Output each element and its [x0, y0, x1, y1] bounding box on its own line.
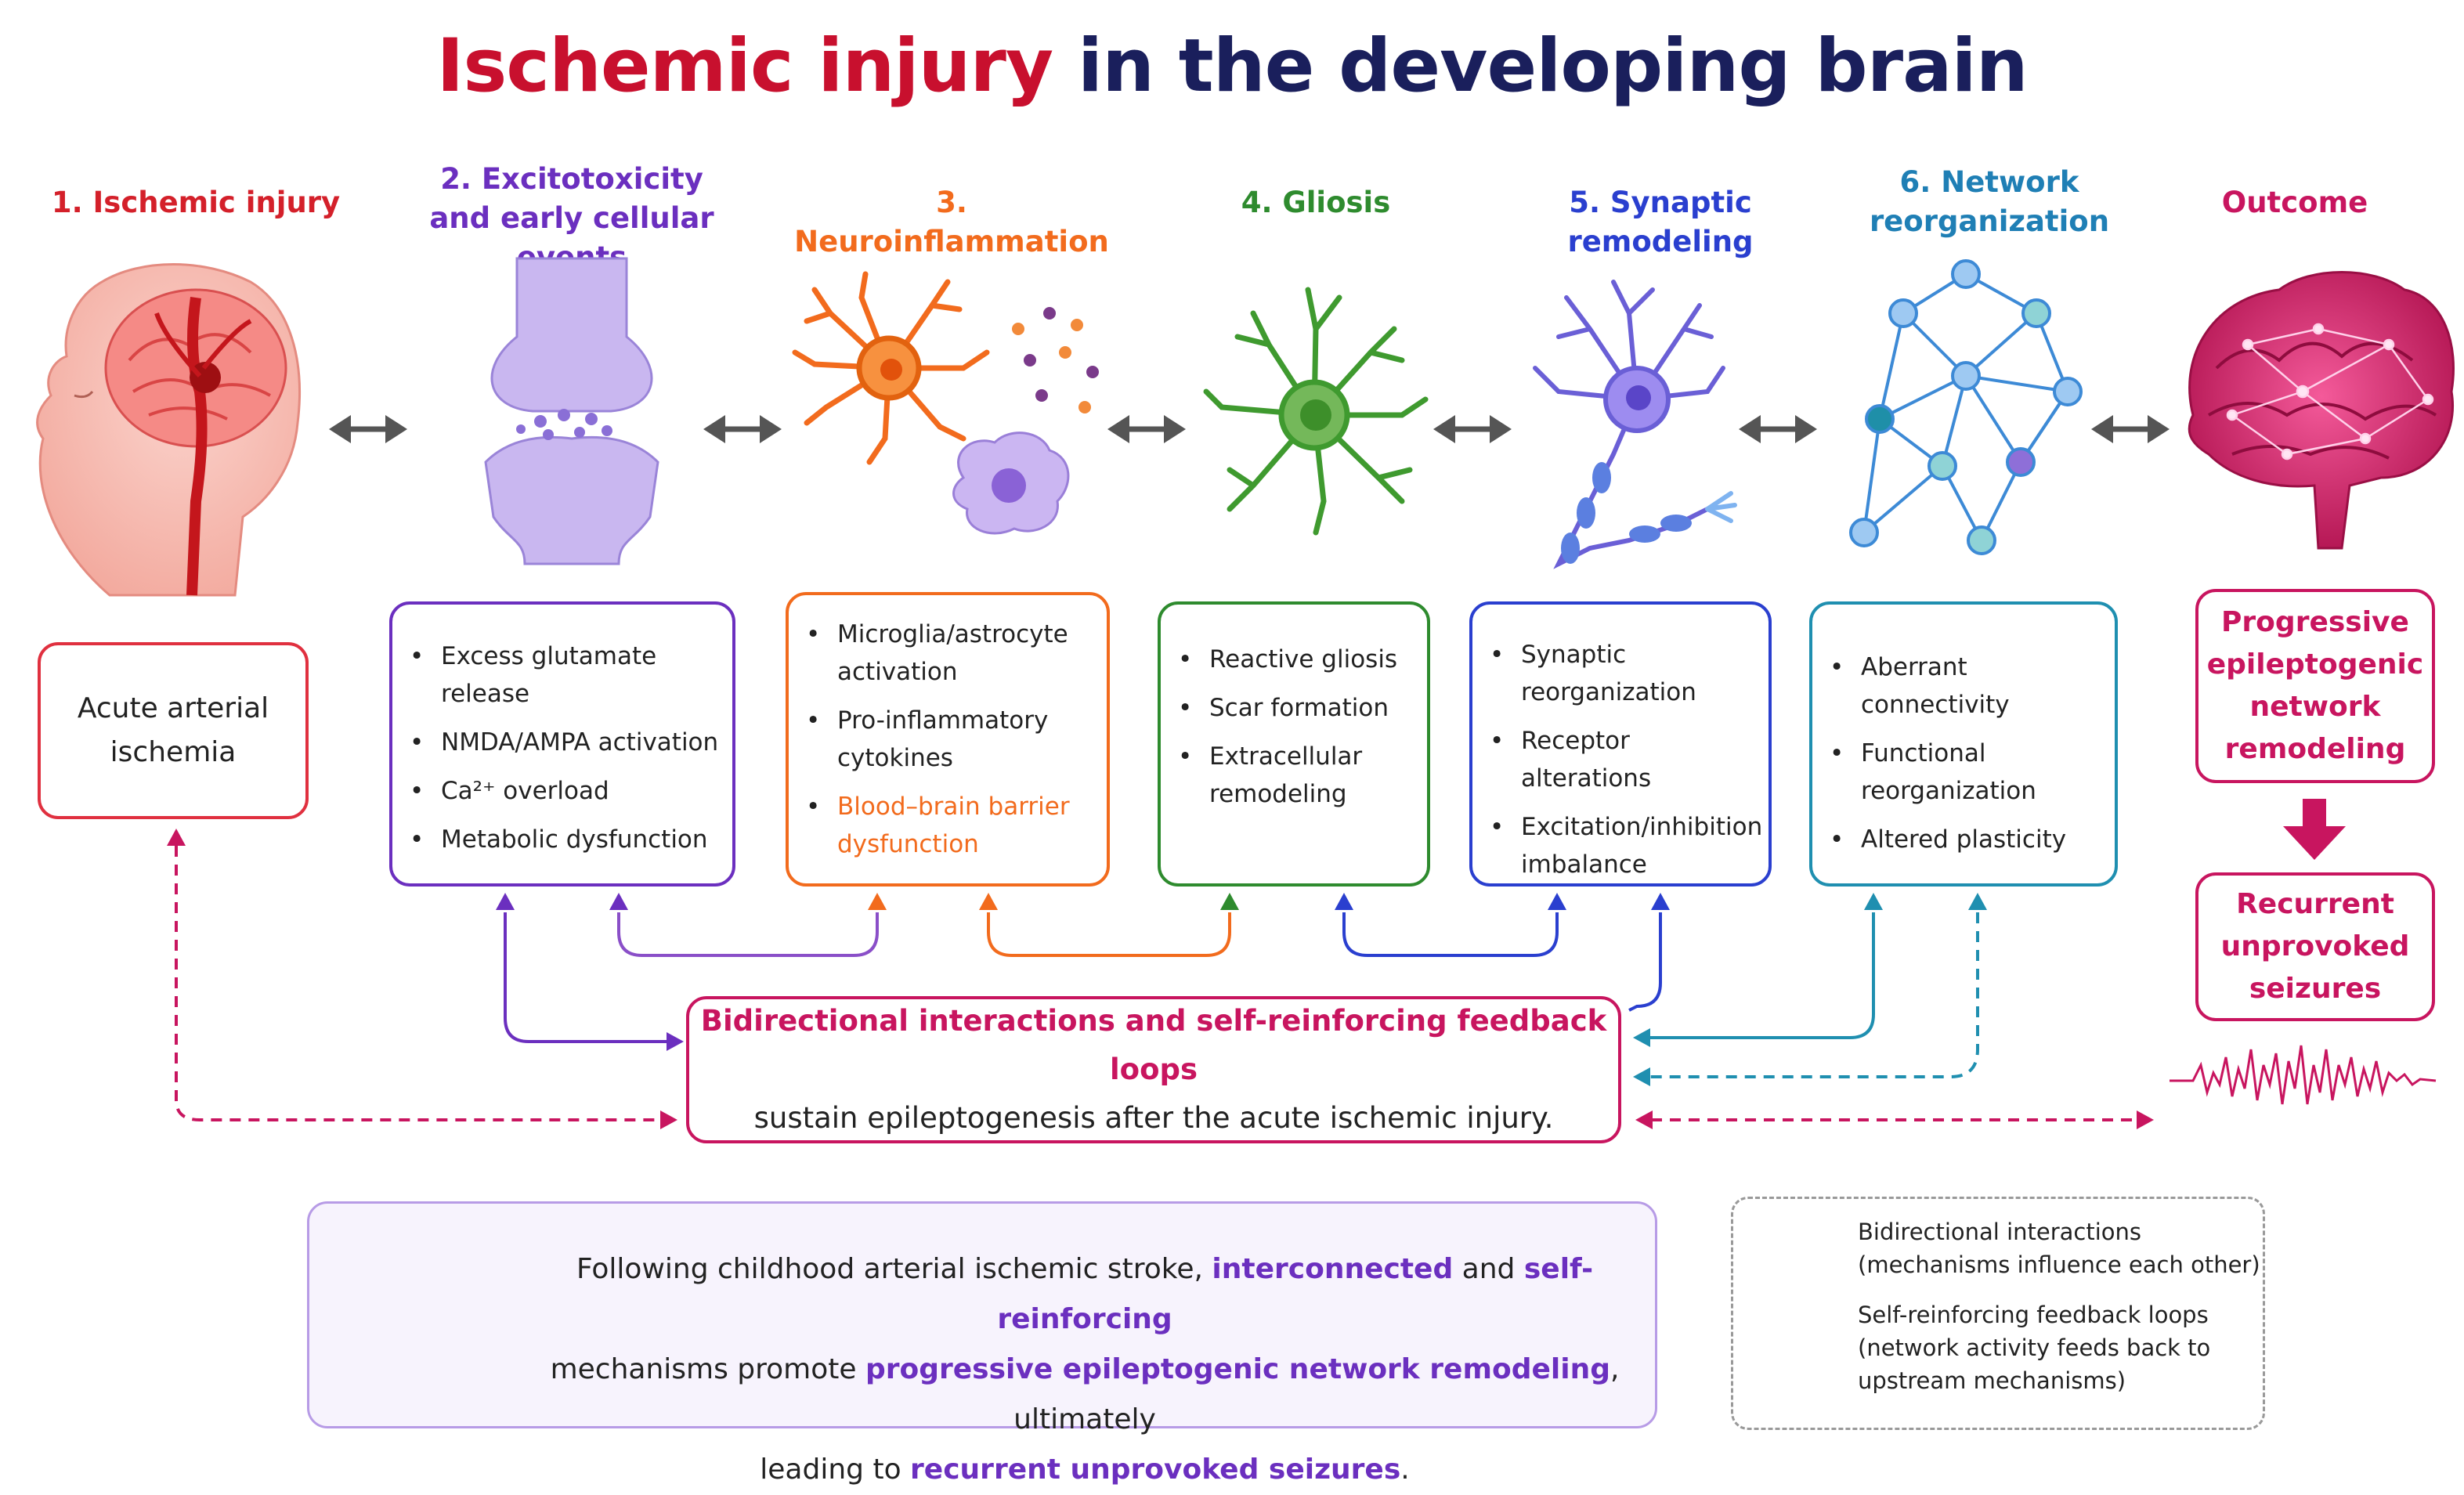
- astrocyte-icon: [1203, 287, 1429, 536]
- bidirectional-arrow: [703, 415, 782, 443]
- list-item: Pro-inflammatory cytokines: [806, 702, 1091, 777]
- bidirectional-arrow: [1107, 415, 1186, 443]
- neuroinflammation-box: Microglia/astrocyte activation Pro-infla…: [786, 592, 1110, 887]
- synapse-icon: [484, 257, 659, 565]
- feedback-loops-box: Bidirectional interactions and self-rein…: [686, 996, 1621, 1143]
- stage-4-label: 4. Gliosis: [1241, 186, 1391, 219]
- child-head-brain-icon: [36, 263, 301, 597]
- eeg-trace-icon: [2170, 1045, 2437, 1105]
- stage-1-label: 1. Ischemic injury: [51, 186, 341, 219]
- bidirectional-arrows: [329, 415, 2170, 443]
- legend-box: [1731, 1197, 2265, 1430]
- synaptic-box: Synaptic reorganization Receptor alterat…: [1469, 601, 1772, 887]
- stage-2-label: 2. Excitotoxicity and early cellular eve…: [429, 162, 714, 274]
- excitotoxicity-box: Excess glutamate release NMDA/AMPA activ…: [389, 601, 735, 887]
- list-item: NMDA/AMPA activation: [410, 724, 732, 761]
- glowing-brain-icon: [2188, 271, 2455, 550]
- network-icon: [1849, 259, 2083, 555]
- diagram-title: Ischemic injury in the developing brain: [436, 23, 2028, 109]
- illustrations: [36, 257, 2455, 1372]
- legend-bidirectional-text: Bidirectional interactions (mechanisms i…: [1858, 1219, 2260, 1278]
- bidirectional-arrow: [1739, 415, 1817, 443]
- list-item: Extracellular remodeling: [1178, 738, 1414, 813]
- list-item: Scar formation: [1178, 689, 1414, 727]
- stage-6-label: 6. Network reorganization: [1869, 165, 2110, 238]
- outcome-seizures-box: Recurrent unprovoked seizures: [2195, 872, 2435, 1021]
- feedback-connectors: [167, 829, 2154, 1129]
- network-box: Aberrant connectivity Functional reorgan…: [1809, 601, 2118, 887]
- outcome-down-arrow: [2283, 799, 2346, 860]
- cytokine-dots: [1012, 307, 1099, 413]
- bidirectional-arrow: [329, 415, 407, 443]
- list-item: Synaptic reorganization: [1490, 636, 1756, 711]
- bidirectional-arrow: [2091, 415, 2170, 443]
- gliosis-box: Reactive gliosis Scar formation Extracel…: [1158, 601, 1430, 887]
- stage-5-label: 5. Synaptic remodeling: [1567, 186, 1754, 258]
- microglia-icon: [792, 271, 990, 465]
- stage-outcome-label: Outcome: [2221, 186, 2368, 219]
- list-item: Receptor alterations: [1490, 722, 1756, 797]
- stage-3-label: 3. Neuroinflammation: [794, 186, 1109, 258]
- list-item: Aberrant connectivity: [1830, 648, 2102, 724]
- macrophage-icon: [952, 432, 1070, 535]
- list-item-highlight: Blood–brain barrier dysfunction: [806, 788, 1091, 863]
- summary-box: Following childhood arterial ischemic st…: [307, 1201, 1657, 1486]
- list-item: Functional reorganization: [1830, 735, 2102, 810]
- bidirectional-arrow: [1433, 415, 1512, 443]
- legend-feedback-text: Self-reinforcing feedback loops (network…: [1858, 1302, 2211, 1394]
- list-item: Altered plasticity: [1830, 821, 2102, 858]
- list-item: Metabolic dysfunction: [410, 821, 732, 858]
- outcome-remodeling-box: Progressive epileptogenic network remode…: [2195, 589, 2435, 783]
- list-item: Ca²⁺ overload: [410, 772, 732, 810]
- list-item: Reactive gliosis: [1178, 641, 1414, 678]
- neuron-icon: [1533, 280, 1737, 569]
- list-item: Excitation/inhibition imbalance: [1490, 808, 1762, 883]
- summary-text: Following childhood arterial ischemic st…: [550, 1253, 1620, 1486]
- acute-ischemia-box: Acute arterial ischemia: [38, 642, 309, 819]
- list-item: Excess glutamate release: [410, 637, 732, 713]
- list-item: Microglia/astrocyte activation: [806, 616, 1091, 691]
